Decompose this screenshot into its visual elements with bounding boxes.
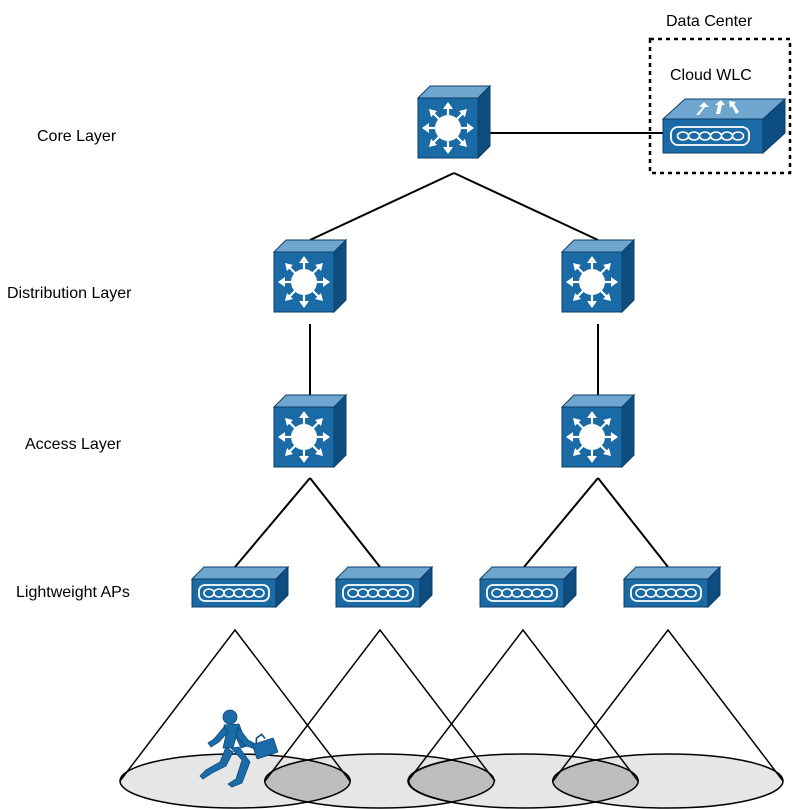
access-left-to-ap1-link xyxy=(234,477,311,568)
access-right-to-ap3-link xyxy=(523,477,599,568)
distribution-switch-right-icon xyxy=(560,238,636,314)
access-switch-left-icon xyxy=(272,393,348,469)
core-to-dist-right-link xyxy=(453,172,599,241)
access-layer-label: Access Layer xyxy=(25,436,122,453)
coverage-cone-3 xyxy=(407,628,639,782)
lightweight-ap-1-icon xyxy=(191,566,289,608)
lightweight-aps-label: Lightweight APs xyxy=(16,584,130,601)
coverage-cone-2 xyxy=(264,628,496,782)
cloud-wlc-label: Cloud WLC xyxy=(670,67,752,84)
access-right-to-ap4-link xyxy=(597,477,669,568)
running-person-icon xyxy=(199,709,279,788)
lightweight-ap-3-icon xyxy=(479,566,577,608)
access-left-to-ap2-link xyxy=(309,477,381,568)
lightweight-ap-4-icon xyxy=(623,566,721,608)
core-to-dist-left-link xyxy=(309,172,455,241)
core-layer-label: Core Layer xyxy=(37,128,117,145)
lightweight-ap-2-icon xyxy=(335,566,433,608)
coverage-cone-1 xyxy=(119,628,351,782)
data-center-label: Data Center xyxy=(666,13,753,30)
distribution-switch-left-icon xyxy=(272,238,348,314)
coverage-cones xyxy=(119,628,784,782)
access-switch-right-icon xyxy=(560,393,636,469)
coverage-cone-4 xyxy=(552,628,784,782)
core-switch-icon xyxy=(416,84,492,160)
cloud-wlc-icon xyxy=(661,97,787,155)
network-links xyxy=(234,132,669,568)
distribution-layer-label: Distribution Layer xyxy=(7,285,132,302)
data-center-boundary xyxy=(648,37,792,175)
